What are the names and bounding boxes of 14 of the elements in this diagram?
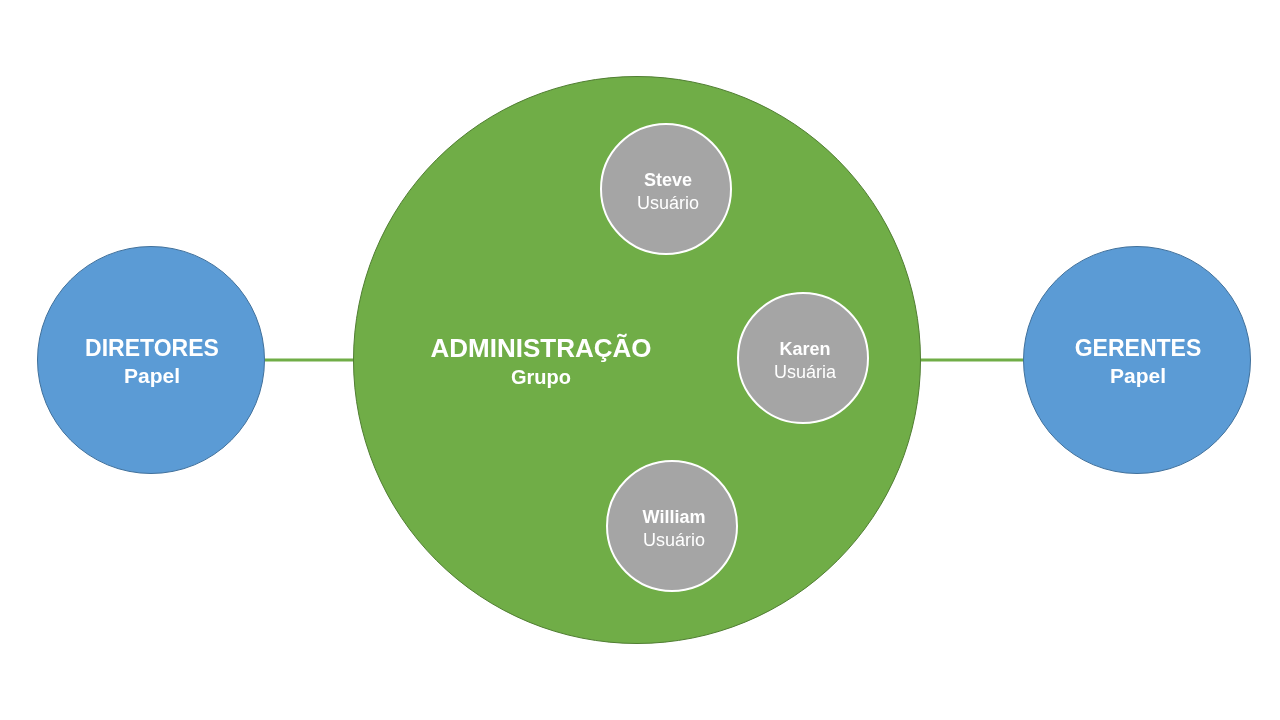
node-subtitle: Papel [124, 362, 180, 389]
connector-line [921, 358, 1023, 362]
node-subtitle: Papel [1110, 362, 1166, 389]
node-title: Steve [643, 168, 692, 191]
node-subtitle: Usuário [643, 528, 705, 551]
node-title: ADMINISTRAÇÃO [430, 332, 652, 365]
node-subtitle: Usuário [637, 191, 699, 214]
node-title: Karen [779, 337, 831, 360]
node-subtitle: Grupo [511, 364, 571, 390]
node-title: GERENTES [1074, 333, 1202, 363]
node-title: William [642, 505, 706, 528]
connector-line [265, 358, 353, 362]
node-subtitle: Usuária [774, 360, 836, 383]
node-title: DIRETORES [85, 333, 219, 363]
